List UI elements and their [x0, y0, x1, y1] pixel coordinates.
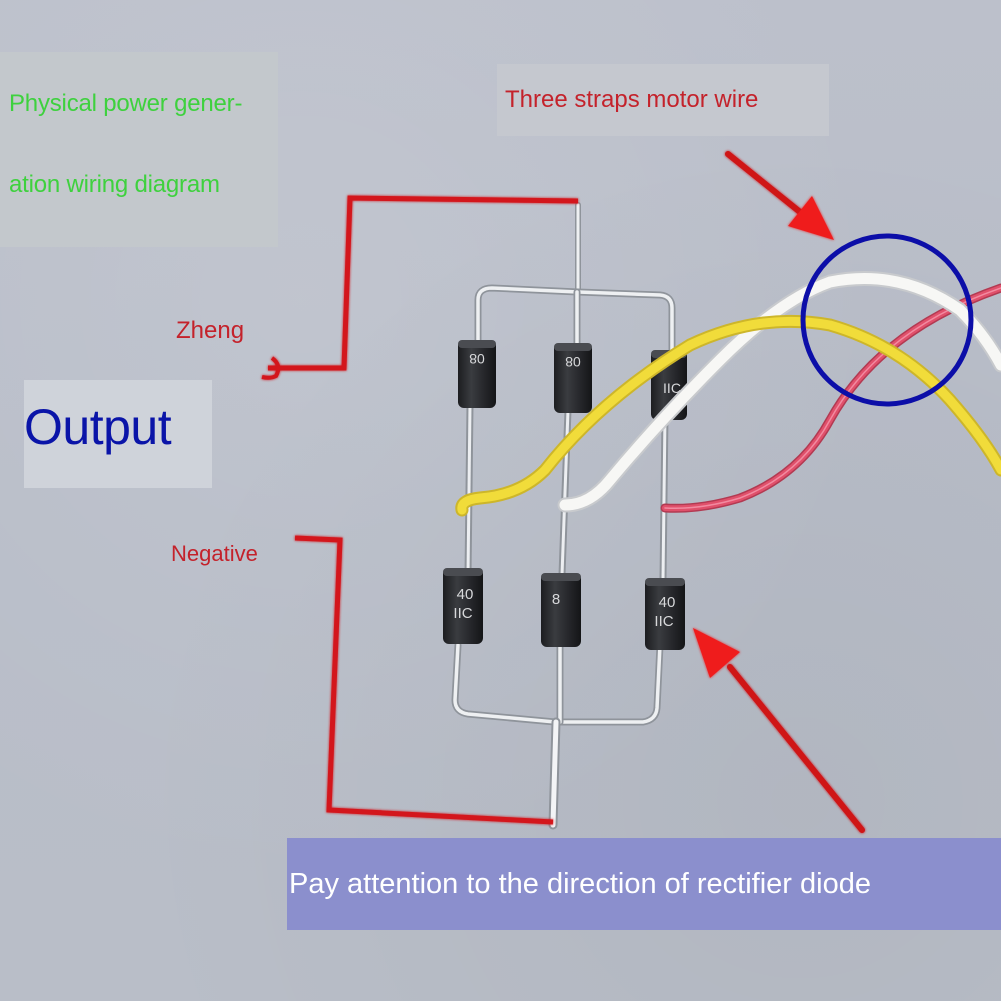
- diode-top-1-marking: 08: [469, 351, 485, 367]
- diagram-title-line-1: Physical power gener-: [9, 90, 243, 117]
- motor-wire-highlight-circle: [800, 233, 974, 407]
- diode-bottom-3: 40 IIC: [645, 578, 685, 650]
- negative-bus-wire: [451, 641, 664, 830]
- diode-direction-arrow: [693, 628, 865, 833]
- motor-wire-label: Three straps motor wire: [505, 86, 759, 113]
- diode-bottom-2: 8: [541, 573, 581, 647]
- output-label: Output: [24, 399, 172, 455]
- diode-top-1: 08: [458, 340, 496, 408]
- diode-direction-notice: Pay attention to the direction of rectif…: [289, 868, 871, 900]
- diode-top-2: 08: [554, 343, 592, 413]
- positive-label: Zheng: [176, 317, 245, 344]
- diode-bottom-1: 40 IIC: [443, 568, 483, 644]
- diode-top-2-marking: 08: [565, 354, 581, 370]
- negative-output-bracket: [294, 535, 554, 825]
- negative-label: Negative: [171, 541, 258, 566]
- diagram-title-line-2: ation wiring diagram: [9, 171, 220, 198]
- diode-bottom-3-marking-line1: 40: [659, 594, 676, 611]
- motor-wire-label-box: Three straps motor wire: [497, 64, 829, 136]
- positive-bus-wire: [474, 202, 676, 356]
- diode-bottom-1-marking-line1: 40: [457, 586, 474, 603]
- diode-bottom-1-marking-line2: IIC: [453, 605, 472, 622]
- motor-wire-arrow: [725, 151, 834, 240]
- diode-bottom-3-marking-line2: IIC: [654, 613, 673, 630]
- output-label-box: Output: [24, 380, 212, 488]
- diagram-title-box: Physical power gener- ation wiring diagr…: [0, 52, 278, 247]
- diode-bottom-2-marking: 8: [552, 591, 560, 608]
- diode-top-3-marking: IIC: [663, 380, 681, 396]
- positive-output-bracket: [261, 195, 579, 380]
- diode-direction-notice-banner: Pay attention to the direction of rectif…: [287, 838, 1001, 930]
